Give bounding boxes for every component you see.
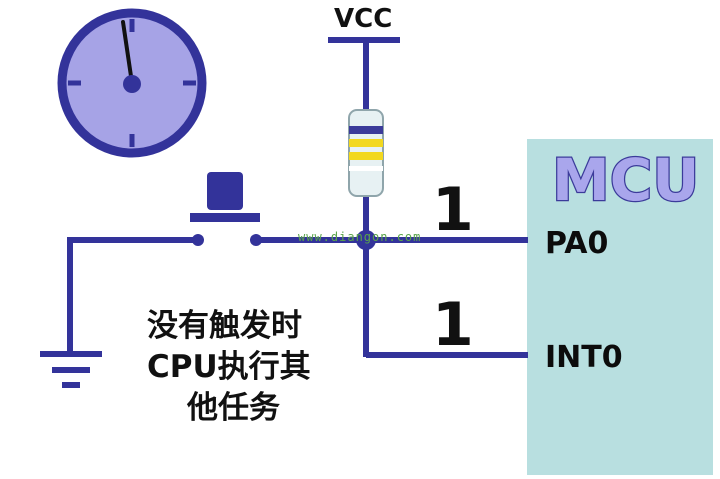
mcu-title: MCU <box>552 146 699 214</box>
vcc-label: VCC <box>334 4 392 34</box>
pull-up-resistor-icon <box>348 109 384 197</box>
junction-node <box>356 230 376 250</box>
mcu-box <box>527 139 713 475</box>
clock-icon <box>57 8 207 158</box>
ground-icon <box>40 351 102 388</box>
note-line-2: CPU执行其 <box>147 349 311 385</box>
int0-logic-level: 1 <box>432 290 474 360</box>
note-line-3: 他任务 <box>186 390 280 426</box>
pa0-logic-level: 1 <box>432 175 474 245</box>
push-button-switch-icon[interactable] <box>190 172 262 246</box>
pin-int0-label: INT0 <box>545 340 623 375</box>
note-line-1: 没有触发时 <box>147 308 302 344</box>
wires <box>67 40 528 358</box>
watermark: www.diangon.com <box>298 230 421 244</box>
pin-pa0-label: PA0 <box>545 226 608 261</box>
idle-note: 没有触发时 CPU执行其 他任务 <box>147 308 311 426</box>
